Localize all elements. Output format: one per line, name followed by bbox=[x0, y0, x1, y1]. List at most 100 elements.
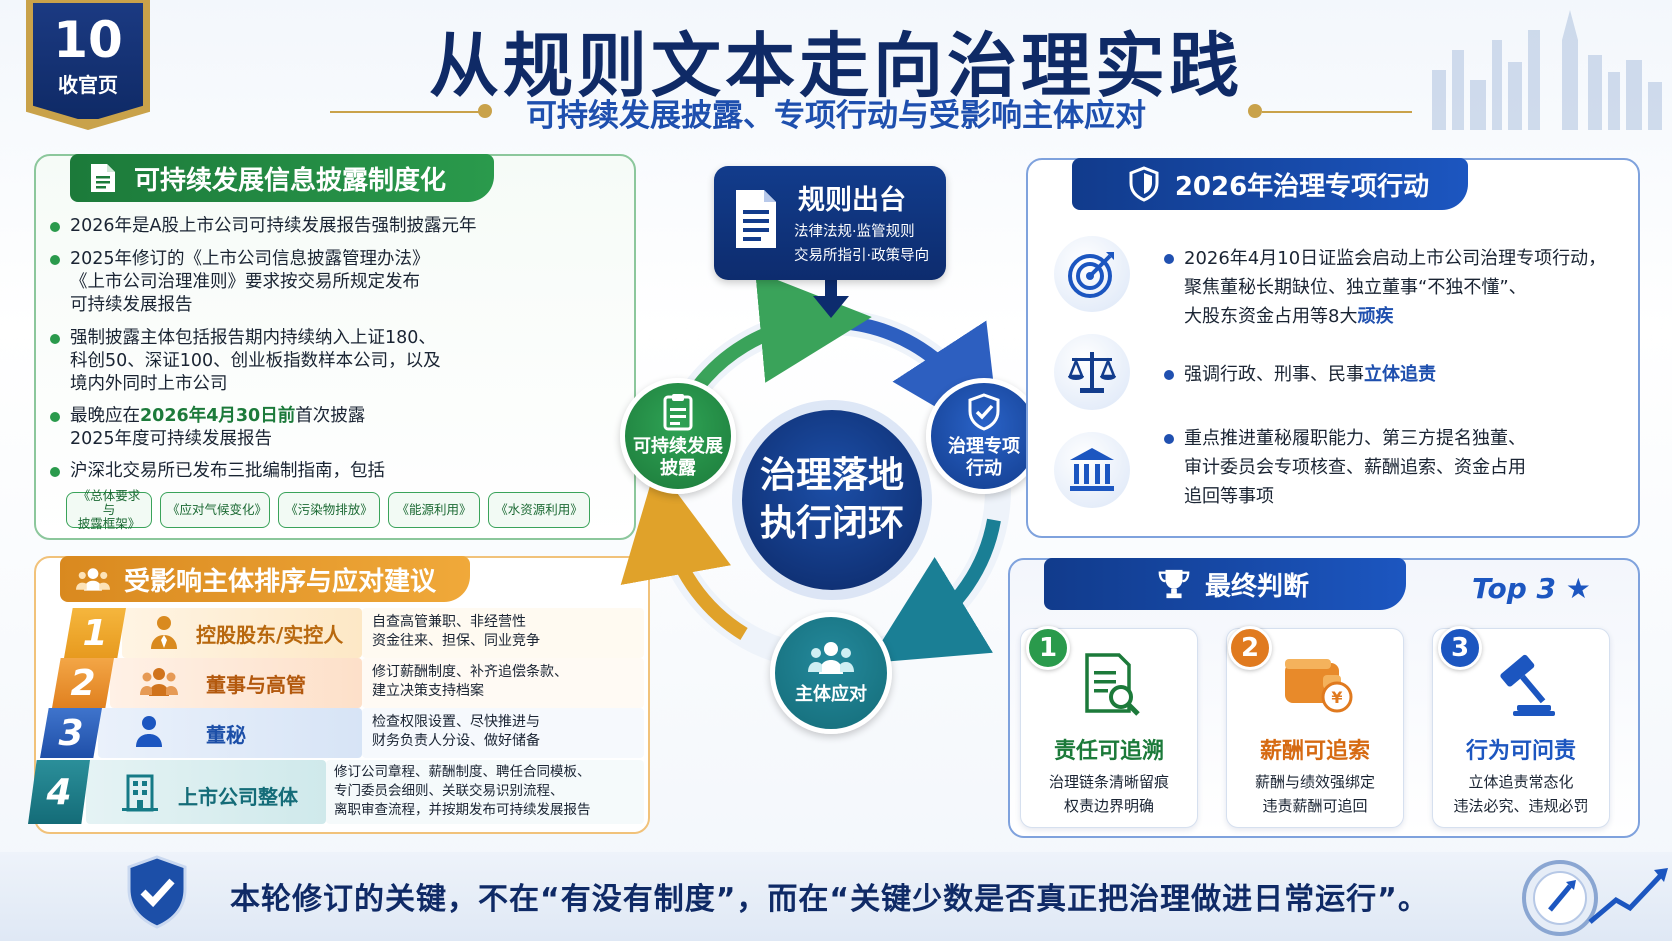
card-line: 违责薪酬可追回 bbox=[1262, 797, 1368, 815]
badge-label: 收官页 bbox=[58, 73, 118, 97]
rules-line-1: 法律法规·监管规则 bbox=[794, 224, 915, 240]
bullet-text: 强制披露主体包括报告期内持续纳入上证180、 bbox=[70, 328, 436, 348]
person-tie-icon bbox=[148, 614, 180, 654]
row-3-desc: 检查权限设置、尽快推进与 财务负责人分设、做好储备 bbox=[372, 713, 540, 751]
keyword-highlight: 立体追责 bbox=[1364, 364, 1436, 385]
card-line: 立体追责常态化 bbox=[1468, 773, 1574, 791]
subtitle-dot-right bbox=[1248, 104, 1262, 118]
card-3-badge: 3 bbox=[1438, 626, 1482, 670]
rules-box: 规则出台 法律法规·监管规则 交易所指引·政策导向 bbox=[714, 166, 946, 280]
core-line-1: 治理落地 bbox=[759, 455, 904, 496]
row-1-desc: 自查高管兼职、非经营性 资金往来、担保、同业竞争 bbox=[372, 613, 540, 651]
bullet-text: 境内外同时上市公司 bbox=[70, 374, 228, 394]
bank-icon bbox=[1054, 432, 1130, 508]
action-bullet-1: 2026年4月10日证监会启动上市公司治理专项行动， 聚焦董秘长期缺位、独立董事… bbox=[1163, 244, 1607, 331]
bullet-text: 《上市公司治理准则》要求按交易所规定发布 bbox=[70, 272, 420, 292]
judgement-card-1: 责任可追溯 治理链条清晰留痕 权责边界明确 bbox=[1020, 628, 1198, 828]
bullet-text: 聚焦董秘长期缺位、独立董事“不独不懂”、 bbox=[1184, 277, 1527, 298]
action-heading-text: 2026年治理专项行动 bbox=[1174, 171, 1430, 202]
affected-heading-text: 受影响主体排序与应对建议 bbox=[124, 566, 437, 597]
card-title: 薪酬可追索 bbox=[1259, 739, 1370, 764]
chip-climate: 《应对气候变化》 bbox=[160, 492, 270, 528]
action-panel bbox=[1026, 158, 1640, 538]
row-1-desc-band bbox=[362, 608, 644, 658]
disclosure-panel bbox=[34, 154, 636, 540]
guideline-chips: 《总体要求与 披露框架》 《应对气候变化》 《污染物排放》 《能源利用》 《水资… bbox=[66, 489, 590, 531]
team-icon bbox=[808, 640, 854, 680]
row-desc-line: 建立决策支持档案 bbox=[372, 683, 484, 699]
row-2-desc-band bbox=[362, 658, 644, 708]
bottom-banner bbox=[0, 852, 1672, 941]
down-arrow-icon bbox=[813, 278, 849, 318]
deadline-highlight: 2026年4月30日前 bbox=[140, 406, 296, 426]
bullet-text: 2025年度可持续发展报告 bbox=[70, 429, 273, 449]
compass-growth-icon bbox=[1520, 852, 1670, 941]
bullet-text: 重点推进董秘履职能力、第三方提名独董、 bbox=[1184, 428, 1526, 449]
row-desc-line: 检查权限设置、尽快推进与 bbox=[372, 714, 540, 730]
core-line-2: 执行闭环 bbox=[759, 503, 904, 544]
card-line: 薪酬与绩效强绑定 bbox=[1254, 773, 1375, 791]
card-title: 行为可问责 bbox=[1465, 739, 1576, 764]
bullet-text: 最晚应在 bbox=[70, 406, 140, 426]
badge-number: 10 bbox=[53, 11, 123, 69]
row-2-name: 董事与高管 bbox=[206, 673, 306, 697]
svg-text:¥: ¥ bbox=[1331, 688, 1342, 707]
row-desc-line: 财务负责人分设、做好储备 bbox=[372, 733, 540, 749]
disclosure-heading-text: 可持续发展信息披露制度化 bbox=[134, 165, 447, 196]
shield-icon bbox=[1127, 166, 1161, 202]
group-icon bbox=[140, 666, 178, 702]
row-desc-line: 离职审查流程，并按期发布可持续发展报告 bbox=[334, 802, 591, 818]
top3-label: Top 3 ★ bbox=[1472, 572, 1591, 605]
node-label: 披露 bbox=[660, 458, 696, 479]
row-desc-line: 专门委员会细则、关联交易识别流程、 bbox=[334, 783, 564, 799]
card-2-badge: 2 bbox=[1228, 626, 1272, 670]
card-line: 违法必究、违规必罚 bbox=[1453, 797, 1589, 815]
bullet-text: 2026年是A股上市公司可持续发展报告强制披露元年 bbox=[70, 216, 477, 236]
row-2-number: 2 bbox=[52, 658, 114, 708]
affected-heading: 受影响主体排序与应对建议 bbox=[60, 556, 470, 602]
rules-title: 规则出台 bbox=[798, 185, 906, 216]
row-4-desc-band bbox=[326, 760, 644, 824]
row-1-number: 1 bbox=[64, 608, 126, 658]
node-label: 主体应对 bbox=[795, 684, 867, 705]
building-icon bbox=[120, 772, 160, 816]
node-label: 行动 bbox=[966, 458, 1002, 479]
clipboard-icon bbox=[658, 392, 698, 436]
row-2-desc: 修订薪酬制度、补齐追偿条款、 建立决策支持档案 bbox=[372, 663, 568, 701]
disclosure-bullet-5: 沪深北交易所已发布三批编制指南，包括 bbox=[50, 460, 385, 483]
row-desc-line: 修订公司章程、薪酬制度、聘任合同模板、 bbox=[334, 764, 591, 780]
bullet-text: 大股东资金占用等8大 bbox=[1184, 306, 1358, 327]
keyword-highlight: 顽疾 bbox=[1357, 306, 1394, 327]
chip-framework: 《总体要求与 披露框架》 bbox=[66, 489, 152, 531]
action-bullet-2: 强调行政、刑事、民事立体追责 bbox=[1164, 360, 1436, 389]
bullet-text: 2026年4月10日证监会启动上市公司治理专项行动， bbox=[1184, 248, 1607, 269]
document-search-icon bbox=[1083, 651, 1145, 721]
bullet-text: 2025年修订的《上市公司信息披露管理办法》 bbox=[70, 249, 430, 269]
bullet-text: 科创50、深证100、创业板指数样本公司，以及 bbox=[70, 351, 441, 371]
shield-check-icon bbox=[124, 854, 190, 934]
subtitle-dot-left bbox=[478, 104, 492, 118]
node-label: 可持续发展 bbox=[633, 436, 723, 457]
action-heading: 2026年治理专项行动 bbox=[1072, 158, 1468, 210]
gavel-icon bbox=[1489, 651, 1559, 721]
card-line: 治理链条清晰留痕 bbox=[1048, 773, 1169, 791]
disclosure-bullet-2: 2025年修订的《上市公司信息披露管理办法》 《上市公司治理准则》要求按交易所规… bbox=[50, 248, 430, 317]
chip-water: 《水资源利用》 bbox=[488, 492, 590, 528]
skyline-decoration bbox=[1432, 10, 1662, 130]
cycle-core: 治理落地 执行闭环 bbox=[742, 410, 922, 590]
page-subtitle: 可持续发展披露、专项行动与受影响主体应对 bbox=[526, 98, 1146, 134]
disclosure-bullet-4: 最晚应在2026年4月30日前首次披露 2025年度可持续发展报告 bbox=[49, 405, 365, 451]
chip-energy: 《能源利用》 bbox=[388, 492, 480, 528]
bullet-text: 可持续发展报告 bbox=[70, 295, 193, 315]
rules-line-2: 交易所指引·政策导向 bbox=[794, 248, 930, 264]
row-4-name: 上市公司整体 bbox=[178, 785, 298, 809]
row-4-desc: 修订公司章程、薪酬制度、聘任合同模板、 专门委员会细则、关联交易识别流程、 离职… bbox=[334, 763, 591, 820]
wallet-icon: ¥ bbox=[1281, 653, 1357, 719]
card-title: 责任可追溯 bbox=[1053, 739, 1164, 764]
row-4-number: 4 bbox=[28, 760, 90, 824]
page-badge: 10 收官页 bbox=[30, 0, 146, 122]
row-1-name: 控股股东/实控人 bbox=[196, 623, 344, 647]
row-desc-line: 资金往来、担保、同业竞争 bbox=[372, 633, 540, 649]
node-action: 治理专项 行动 bbox=[926, 378, 1042, 494]
subtitle-line-left bbox=[330, 111, 480, 113]
